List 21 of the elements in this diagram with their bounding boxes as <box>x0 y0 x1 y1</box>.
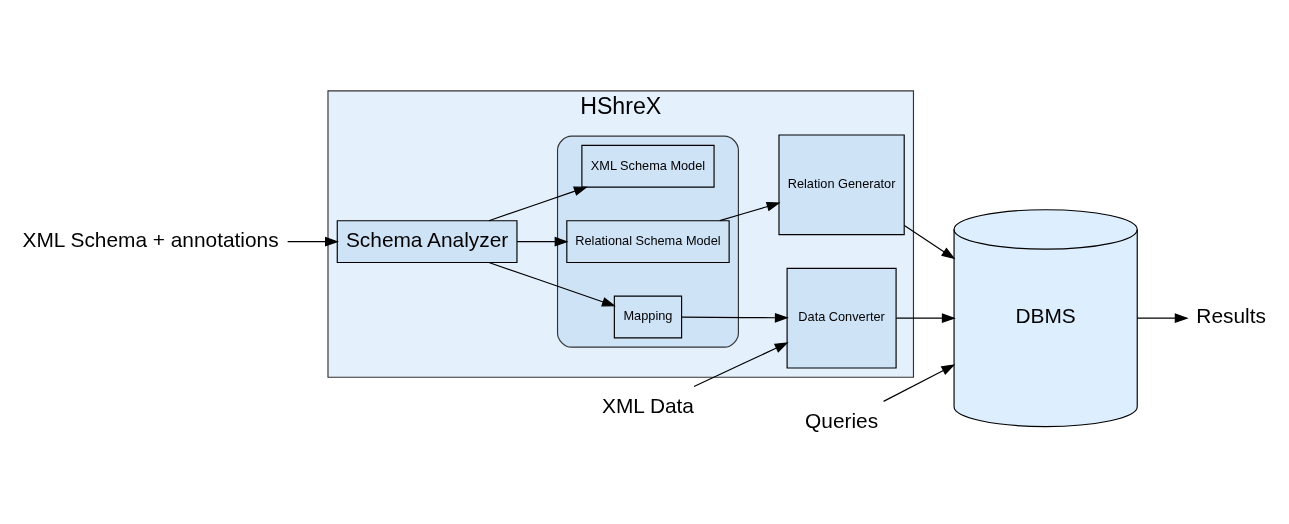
node-box: Schema Analyzer <box>336 219 518 263</box>
arrow <box>287 236 339 246</box>
node-text: Queries <box>805 408 879 432</box>
arrow <box>516 236 569 246</box>
arrow <box>693 341 789 387</box>
node-box: Mapping <box>613 295 683 338</box>
arrow <box>883 363 956 402</box>
arrow <box>903 224 956 259</box>
arrow <box>1136 312 1189 323</box>
arrow <box>719 201 781 221</box>
node-text: Results <box>1196 303 1266 327</box>
node-text: XML Schema + annotations <box>22 227 279 251</box>
node-text: XML Data <box>601 393 694 417</box>
arrow <box>488 186 588 221</box>
node-box: Relational Schema Model <box>566 219 730 263</box>
arrow <box>895 312 956 323</box>
arrow <box>488 261 616 306</box>
node-box: XML Schema Model <box>581 144 715 188</box>
node-box: Data Converter <box>786 267 897 369</box>
arrow <box>681 312 789 323</box>
node-box: Relation Generator <box>778 133 905 235</box>
